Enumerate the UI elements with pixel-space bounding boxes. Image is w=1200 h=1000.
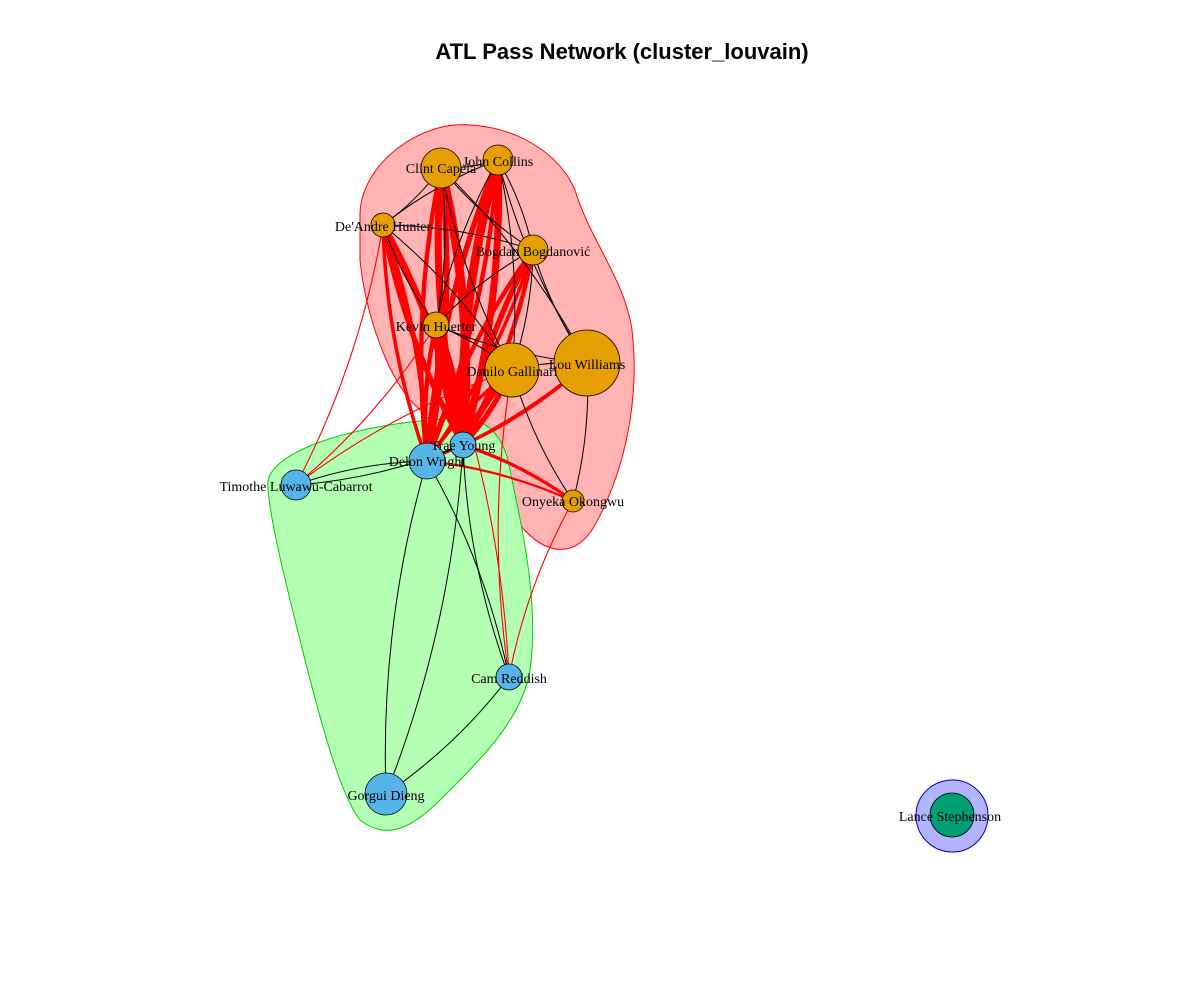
node-label-onyeka-okongwu: Onyeka Okongwu [522,495,624,510]
node-onyeka-okongwu [561,489,585,513]
edge-de-andre-hunter-bogdan-bogdanovic [382,224,534,251]
edge-timothe-luwawu-cabarrot-danilo-gallinari [295,369,513,486]
node-label-timothe-luwawu-cabarrot: Timothe Luwawu-Cabarrot [219,480,372,495]
node-danilo-gallinari [484,342,540,398]
edge-cam-reddish-kevin-huerter [435,324,510,678]
edge-de-andre-hunter-delon-wright [381,224,429,462]
node-lance-stephenson [929,792,975,838]
edge-timothe-luwawu-cabarrot-de-andre-hunter [295,224,384,486]
node-label-cam-reddish: Cam Reddish [471,672,547,687]
node-bogdan-bogdanovic [517,234,549,266]
edges-layer [295,158,589,795]
node-cam-reddish [495,663,523,691]
node-label-lance-stephenson: Lance Stephenson [899,810,1001,825]
cluster-hull-c2 [267,417,534,831]
edge-cam-reddish-onyeka-okongwu [508,500,574,678]
node-label-clint-capela: Clint Capela [406,162,477,177]
edge-trae-young-cam-reddish [462,444,510,678]
edge-delon-wright-gorgui-dieng [384,460,428,795]
edge-delon-wright-john-collins [424,158,501,462]
nodes-layer [280,144,975,838]
node-label-trae-young: Trae Young [431,439,496,454]
node-de-andre-hunter [370,212,396,238]
edge-trae-young-timothe-luwawu-cabarrot [295,444,464,486]
node-kevin-huerter [422,311,450,339]
edge-timothe-luwawu-cabarrot-kevin-huerter [295,324,437,486]
node-lou-williams [553,329,621,397]
edge-trae-young-onyeka-okongwu [462,443,574,503]
edge-delon-wright-cam-reddish [426,460,510,678]
edge-john-collins-kevin-huerter [435,159,499,326]
node-trae-young [449,431,477,459]
node-label-kevin-huerter: Kevin Huerter [396,320,477,335]
node-label-danilo-gallinari: Danilo Gallinari [466,365,557,380]
node-label-bogdan-bogdanovic: Bogdan Bogdanović [476,245,591,260]
edge-cam-reddish-danilo-gallinari [497,369,513,678]
edge-delon-wright-bogdan-bogdanovic [424,248,535,462]
edge-trae-young-gorgui-dieng [385,444,464,795]
node-gorgui-dieng [364,772,408,816]
node-label-gorgui-dieng: Gorgui Dieng [347,789,424,804]
node-label-delon-wright: Delon Wright [389,455,466,470]
node-clint-capela [420,147,462,189]
node-label-de-andre-hunter: De'Andre Hunter [335,220,432,235]
node-label-john-collins: John Collins [463,155,533,170]
node-delon-wright [408,442,446,480]
node-john-collins [482,144,514,176]
node-timothe-luwawu-cabarrot [280,469,312,501]
node-label-lou-williams: Lou Williams [549,358,626,373]
chart-title: ATL Pass Network (cluster_louvain) [435,39,808,64]
